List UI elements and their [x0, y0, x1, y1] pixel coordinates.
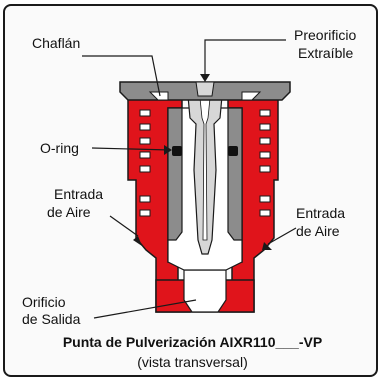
- leader-lines: [82, 39, 297, 319]
- left-ribs: [139, 109, 151, 217]
- insert-right-wall: [227, 107, 243, 241]
- leader-orificio: [93, 299, 197, 319]
- arrow-oring: [164, 145, 172, 155]
- leader-preorificio: [204, 39, 286, 74]
- caption-subtitle: (vista transversal): [137, 354, 248, 370]
- right-ribs: [259, 109, 271, 217]
- label-entrada-left-line2: de Aire: [47, 204, 91, 220]
- leader-oring: [91, 147, 171, 151]
- arrow-entrada-right: [262, 242, 272, 250]
- chamfer-left: [148, 91, 169, 101]
- oring-left: [172, 146, 182, 156]
- label-orificio-line1: Orificio: [22, 294, 66, 310]
- insert-left-wall: [167, 107, 183, 241]
- label-chaflan: Chaflán: [32, 35, 81, 51]
- outlet-channel: [183, 269, 227, 313]
- label-preorificio-line2: Extraíble: [298, 45, 354, 61]
- pre-orifice-bore: [199, 97, 211, 241]
- label-entrada-left-line1: Entrada: [54, 186, 104, 202]
- arrow-preorificio: [200, 74, 210, 82]
- leader-entrada-left: [109, 215, 139, 237]
- arrowheads: [133, 74, 272, 250]
- caption-title: Punta de Pulverización AIXR110___-VP: [62, 334, 323, 350]
- chamfer-right: [241, 91, 262, 101]
- label-entrada-right-line1: Entrada: [296, 205, 346, 221]
- label-preorificio-line1: Preorificio: [294, 27, 357, 43]
- leader-chaflan: [82, 55, 161, 97]
- label-oring: O-ring: [40, 140, 79, 156]
- label-orificio-line2: de Salida: [22, 311, 81, 327]
- leader-entrada-right: [267, 227, 297, 245]
- label-entrada-right-line2: de Aire: [296, 223, 340, 239]
- cap-inlet: [195, 81, 215, 97]
- arrow-entrada-left: [133, 236, 142, 246]
- oring-right: [228, 146, 238, 156]
